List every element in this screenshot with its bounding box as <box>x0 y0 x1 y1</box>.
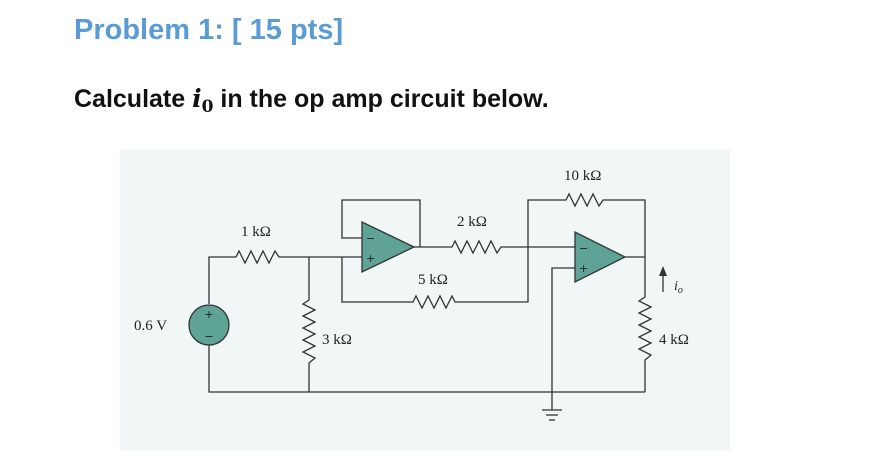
problem-title: Problem 1: [ 15 pts] <box>74 14 344 46</box>
resistor-5k-label: 5 kΩ <box>418 272 448 288</box>
op-amp-2-icon: − + <box>574 230 627 284</box>
wire-opamp2-output <box>625 256 646 292</box>
current-label: io <box>674 279 683 296</box>
op-amp-1-plus-sign: + <box>366 252 375 265</box>
circuit-background <box>120 150 730 450</box>
resistor-3k-label: 3 kΩ <box>322 332 352 348</box>
resistor-2k-icon <box>448 239 506 255</box>
op-amp-1-icon: − + <box>361 220 416 274</box>
wire-opamp1-feedback <box>341 199 421 247</box>
voltage-source-icon: + − <box>188 304 230 346</box>
wire-source-bottom <box>208 345 645 393</box>
resistor-5k-icon <box>409 294 458 310</box>
op-amp-1-minus-sign: − <box>366 232 375 245</box>
current-arrow-icon <box>659 266 667 292</box>
wire-10k-right <box>610 199 646 257</box>
ground-icon <box>542 409 562 421</box>
current-label-subscript: o <box>678 285 683 296</box>
resistor-10k-icon <box>562 192 610 208</box>
resistor-1k-icon <box>232 249 283 265</box>
resistor-4k-label: 4 kΩ <box>659 332 689 348</box>
source-minus-sign: − <box>204 330 213 343</box>
op-amp-2-plus-sign: + <box>579 262 588 275</box>
statement-variable-subscript: 0 <box>201 97 214 117</box>
op-amp-2-minus-sign: − <box>579 242 588 255</box>
wire-5k-branch <box>341 257 409 303</box>
resistor-1k-label: 1 kΩ <box>241 224 271 240</box>
resistor-10k-label: 10 kΩ <box>564 168 601 184</box>
statement-variable: i <box>192 84 202 113</box>
problem-statement: Calculate i0 in the op amp circuit below… <box>74 84 549 117</box>
resistor-2k-label: 2 kΩ <box>457 214 487 230</box>
wire-source-top <box>208 256 232 304</box>
statement-prefix: Calculate <box>74 85 193 113</box>
source-voltage-label: 0.6 V <box>134 318 167 334</box>
wire-10k-feedback <box>527 199 562 247</box>
circuit-wires <box>208 199 646 410</box>
resistor-4k-icon <box>637 292 653 372</box>
wire-opamp2-plus <box>551 267 575 410</box>
resistor-3k-icon <box>301 295 317 372</box>
wire-5k-right <box>458 247 529 303</box>
current-label-symbol: i <box>674 279 678 294</box>
source-plus-sign: + <box>204 308 213 321</box>
statement-suffix: in the op amp circuit below. <box>213 85 549 113</box>
